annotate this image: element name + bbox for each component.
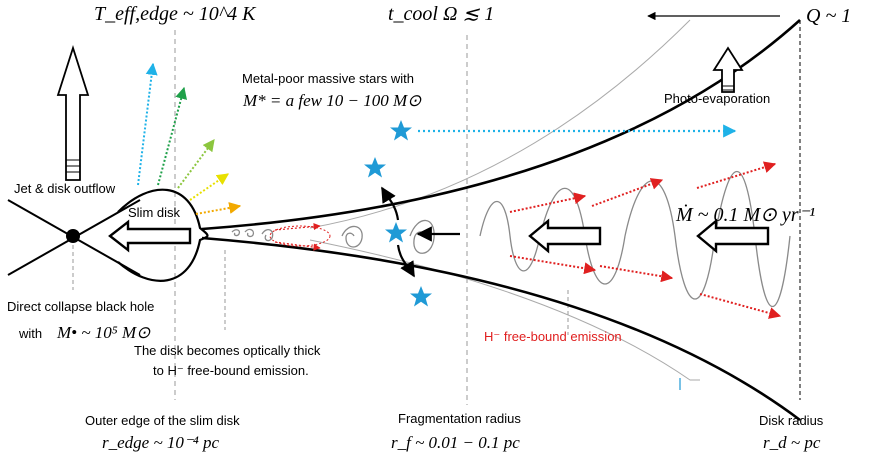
red-spiral-region — [269, 225, 331, 247]
slim-disk-outline — [117, 188, 209, 282]
r-d-label: r_d ~ pc — [763, 433, 821, 452]
disk-lower-edge — [201, 236, 801, 422]
outer-gray-curve-top — [309, 19, 691, 229]
thick-label-line2: to H⁻ free-bound emission. — [153, 363, 309, 378]
slim-disk-label: Slim disk — [128, 205, 181, 220]
disk-upper-edge — [201, 19, 801, 231]
radiation-arrow-yellow — [189, 173, 229, 201]
frag-radius-label: Fragmentation radius — [398, 411, 521, 426]
h-minus-label: H⁻ free-bound emission — [484, 329, 622, 344]
outer-gray-curve-bottom — [309, 239, 700, 381]
dcbh-label-math: M• ~ 10⁵ M⊙ — [56, 323, 151, 342]
inflow-arrow-outer — [696, 218, 770, 254]
red-inner-arrow-1 — [274, 222, 321, 231]
stars-label-line1: Metal-poor massive stars with — [242, 71, 414, 86]
teff-label: T_eff,edge ~ 10^4 K — [94, 3, 257, 25]
inflow-arrows — [108, 218, 770, 254]
tcool-label: t_cool Ω ≲ 1 — [388, 3, 494, 25]
photo-evap-label: Photo-evaporation — [664, 91, 770, 106]
star-icon — [364, 157, 386, 178]
jet-outflow-label: Jet & disk outflow — [14, 181, 116, 196]
disk-radius-label: Disk radius — [759, 413, 824, 428]
black-hole — [66, 229, 80, 243]
stars-label-line2: M* = a few 10 − 100 M⊙ — [242, 91, 422, 110]
stars — [364, 120, 432, 307]
dcbh-label-prefix: with — [18, 326, 42, 341]
red-emission-arrows — [509, 161, 782, 319]
thick-label-line1: The disk becomes optically thick — [134, 343, 321, 358]
star-icon — [390, 120, 412, 141]
radiation-arrow-orange — [195, 202, 242, 215]
radiation-arrow-lightgreen — [177, 139, 215, 189]
fragmentation-arrows — [381, 186, 460, 278]
photo-evap-arrow — [712, 46, 744, 93]
radiation-arrow-green — [157, 86, 187, 186]
radiation-arrow-cyan — [137, 62, 158, 186]
inflow-arrow-slim — [108, 219, 192, 253]
mdot-label: Ṁ ~ 0.1 M⊙ yr⁻¹ — [675, 203, 815, 226]
star-icon — [385, 222, 407, 243]
r-f-label: r_f ~ 0.01 − 0.1 pc — [391, 433, 520, 452]
dcbh-label-line1: Direct collapse black hole — [7, 299, 154, 314]
red-inner-arrow-2 — [274, 241, 321, 251]
star-icon — [410, 286, 432, 307]
inflow-arrow-mid — [528, 218, 602, 254]
outer-edge-label: Outer edge of the slim disk — [85, 413, 240, 428]
q-label: Q ~ 1 — [806, 5, 851, 27]
r-edge-label: r_edge ~ 10⁻⁴ pc — [102, 433, 220, 452]
